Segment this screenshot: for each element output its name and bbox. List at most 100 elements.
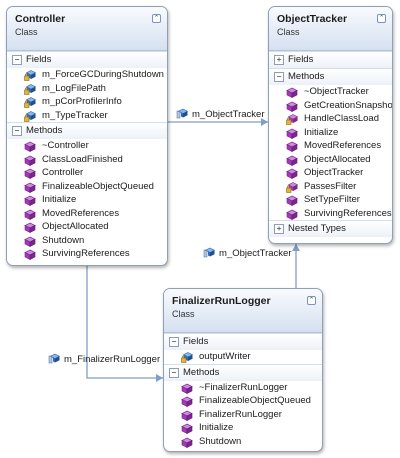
method-row[interactable]: ObjectAllocated: [269, 153, 392, 167]
method-row[interactable]: FinalizerRunLogger: [164, 408, 322, 422]
field-name: outputWriter: [199, 351, 251, 362]
class-header: Controller Class ⌃: [7, 7, 167, 51]
method-row[interactable]: PassesFilter: [269, 180, 392, 194]
assoc-label-controller-logger[interactable]: m_FinalizerRunLogger: [48, 353, 160, 365]
private-field-icon: [24, 70, 37, 81]
field-name: m_LogFilePath: [42, 82, 106, 94]
method-row[interactable]: Controller: [7, 166, 167, 180]
section-label: Methods: [26, 125, 63, 136]
method-row[interactable]: Initialize: [269, 126, 392, 140]
association-label: m_ObjectTracker: [219, 248, 292, 259]
method-icon: [181, 383, 193, 394]
assoc-label-controller-tracker[interactable]: m_ObjectTracker: [176, 108, 265, 120]
method-name: PassesFilter: [304, 180, 357, 192]
method-row[interactable]: ~Controller: [7, 139, 167, 153]
method-icon: [286, 209, 298, 220]
method-row[interactable]: ClassLoadFinished: [7, 153, 167, 167]
private-method-icon: [286, 114, 299, 125]
method-row[interactable]: Initialize: [164, 421, 322, 435]
method-row[interactable]: FinalizeableObjectQueued: [164, 394, 322, 408]
section-label: Methods: [288, 71, 325, 82]
method-row[interactable]: ~FinalizerRunLogger: [164, 381, 322, 395]
method-name: MovedReferences: [304, 140, 382, 151]
class-kind: Class: [15, 27, 38, 37]
method-icon: [286, 101, 298, 112]
method-icon: [181, 410, 193, 421]
method-icon: [24, 195, 36, 206]
method-row[interactable]: SurvivingReferences: [7, 247, 167, 261]
method-row[interactable]: MovedReferences: [7, 207, 167, 221]
collapse-toggle-icon[interactable]: −: [169, 337, 179, 347]
class-header: ObjectTracker Class ⌃: [269, 7, 392, 51]
collapse-toggle-icon[interactable]: −: [12, 126, 22, 136]
field-row[interactable]: m_LogFilePath: [7, 82, 167, 96]
collapse-toggle-icon[interactable]: −: [169, 367, 179, 378]
method-row[interactable]: MovedReferences: [269, 139, 392, 153]
private-field-icon: [24, 97, 37, 108]
class-box-finalizerrunlogger[interactable]: FinalizerRunLogger Class ⌃ − Fields outp…: [163, 288, 323, 452]
field-row[interactable]: m_pCorProfilerInfo: [7, 95, 167, 109]
fields-section-header[interactable]: − Fields: [164, 333, 322, 350]
methods-section-header[interactable]: − Methods: [7, 122, 167, 139]
methods-section-header[interactable]: − Methods: [269, 68, 392, 85]
private-field-icon: [24, 83, 37, 95]
collapse-icon[interactable]: ⌃: [152, 14, 161, 23]
method-icon: [24, 236, 36, 247]
assoc-label-logger-tracker[interactable]: m_ObjectTracker: [203, 247, 292, 259]
method-row[interactable]: Initialize: [7, 193, 167, 207]
fields-section-header[interactable]: − Fields: [7, 51, 167, 68]
field-row[interactable]: m_ForceGCDuringShutdown: [7, 68, 167, 82]
field-name: m_ForceGCDuringShutdown: [42, 69, 164, 80]
class-box-objecttracker[interactable]: ObjectTracker Class ⌃ + Fields − Methods…: [268, 6, 393, 244]
method-name: Shutdown: [199, 435, 242, 447]
method-icon: [24, 155, 36, 166]
method-row[interactable]: ~ObjectTracker: [269, 85, 392, 99]
field-row[interactable]: m_TypeTracker: [7, 109, 167, 123]
association-label: m_ObjectTracker: [192, 109, 265, 120]
method-name: ~ObjectTracker: [304, 86, 369, 97]
collapse-toggle-icon[interactable]: −: [274, 72, 284, 82]
class-box-controller[interactable]: Controller Class ⌃ − Fields m_ForceGCDur…: [6, 6, 168, 266]
assoc-line-controller-logger: [86, 266, 163, 382]
collapse-toggle-icon[interactable]: −: [12, 55, 22, 65]
method-row[interactable]: ObjectTracker: [269, 166, 392, 180]
collapse-icon[interactable]: ⌃: [307, 296, 316, 305]
method-row[interactable]: SetTypeFilter: [269, 193, 392, 207]
class-name: Controller: [15, 13, 66, 25]
class-kind: Class: [172, 309, 195, 319]
method-icon: [286, 168, 298, 179]
nested-types-section-header[interactable]: + Nested Types: [269, 220, 392, 237]
method-row[interactable]: ObjectAllocated: [7, 220, 167, 234]
method-name: ~Controller: [42, 140, 89, 151]
expand-toggle-icon[interactable]: +: [274, 55, 284, 65]
method-row[interactable]: Shutdown: [7, 234, 167, 248]
field-row[interactable]: outputWriter: [164, 350, 322, 364]
class-header: FinalizerRunLogger Class ⌃: [164, 289, 322, 333]
method-name: Initialize: [199, 422, 234, 433]
method-name: MovedReferences: [42, 207, 120, 219]
method-name: GetCreationSnapshot: [304, 99, 393, 111]
method-row[interactable]: Shutdown: [164, 435, 322, 449]
method-icon: [24, 249, 36, 260]
method-icon: [181, 423, 193, 434]
expand-toggle-icon[interactable]: +: [274, 224, 284, 234]
method-row[interactable]: HandleClassLoad: [269, 112, 392, 126]
method-name: ObjectAllocated: [42, 221, 109, 232]
method-icon: [24, 222, 36, 233]
method-row[interactable]: SurvivingReferences: [269, 207, 392, 221]
private-method-icon: [286, 181, 299, 193]
method-name: HandleClassLoad: [304, 113, 379, 124]
fields-section-header[interactable]: + Fields: [269, 51, 392, 68]
method-icon: [286, 128, 298, 139]
method-name: Initialize: [42, 194, 77, 205]
method-icon: [286, 155, 298, 166]
method-row[interactable]: FinalizeableObjectQueued: [7, 180, 167, 194]
method-icon: [24, 209, 36, 220]
association-icon: [48, 353, 61, 364]
collapse-icon[interactable]: ⌃: [377, 14, 386, 23]
method-row[interactable]: GetCreationSnapshot: [269, 99, 392, 113]
methods-section-header[interactable]: − Methods: [164, 363, 322, 381]
